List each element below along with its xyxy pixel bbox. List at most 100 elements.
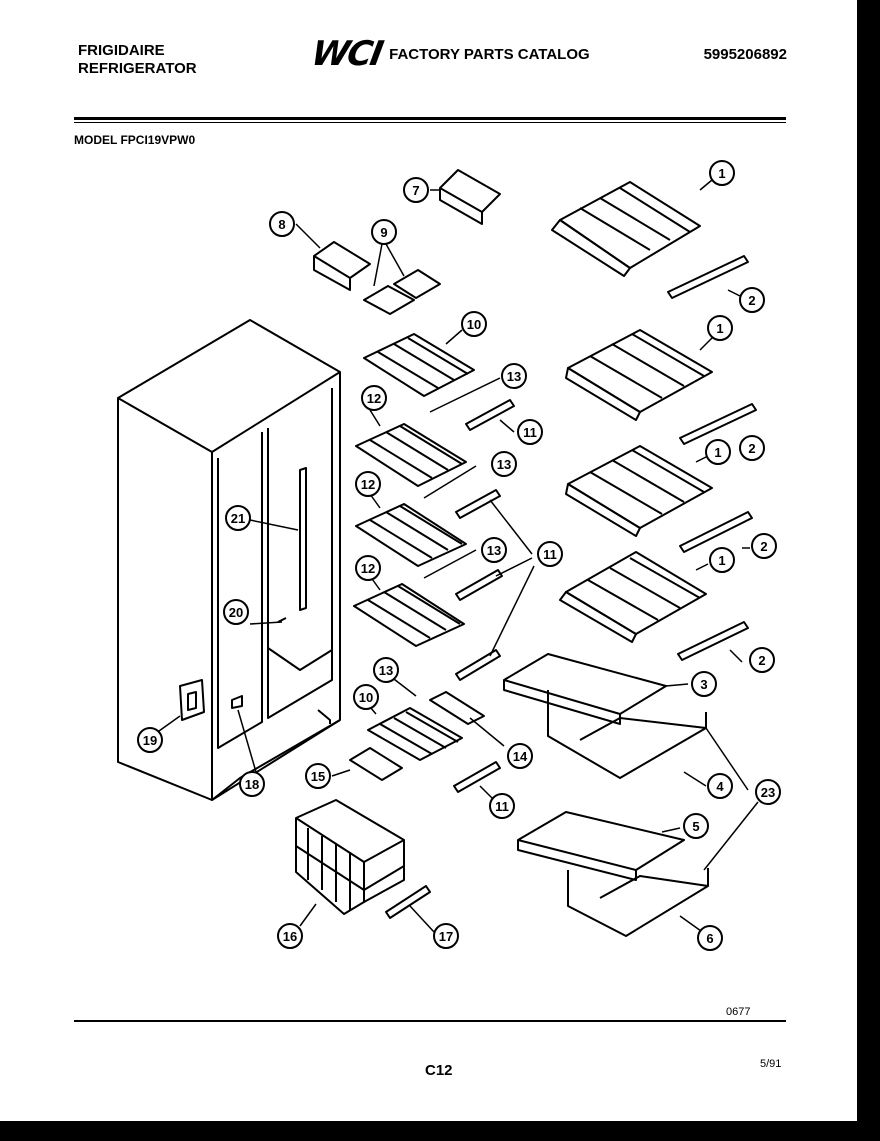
callout-number: 10 [467, 317, 481, 332]
header-rule-thick [74, 117, 786, 120]
callout-11: 11 [537, 541, 563, 567]
catalog-header: WCI FACTORY PARTS CATALOG [308, 34, 590, 74]
callout-number: 11 [495, 799, 509, 814]
callout-circle [225, 505, 251, 531]
callout-circle [707, 315, 733, 341]
callout-7: 7 [403, 177, 429, 203]
freezer-shelves [353, 333, 475, 761]
callout-11: 11 [517, 419, 543, 445]
callout-number: 19 [143, 733, 157, 748]
callout-number: 2 [748, 293, 755, 308]
callout-12: 12 [355, 471, 381, 497]
callout-circle [489, 793, 515, 819]
callout-number: 13 [487, 543, 501, 558]
shelf-trims [385, 255, 757, 919]
callout-13: 13 [481, 537, 507, 563]
callout-14: 14 [507, 743, 533, 769]
callout-number: 11 [523, 425, 537, 440]
callout-number: 16 [283, 929, 297, 944]
callout-circle [305, 763, 331, 789]
callout-1: 1 [709, 547, 735, 573]
callout-number: 13 [497, 457, 511, 472]
callout-circle [501, 363, 527, 389]
callout-layer: 1111222234567891010111111121212131313131… [137, 160, 781, 951]
callout-number: 10 [359, 690, 373, 705]
callout-1: 1 [707, 315, 733, 341]
callout-circle [755, 779, 781, 805]
callout-23: 23 [755, 779, 781, 805]
callout-number: 2 [758, 653, 765, 668]
callout-13: 13 [373, 657, 399, 683]
callout-number: 7 [412, 183, 419, 198]
callout-circle [697, 925, 723, 951]
crisper-drawers [503, 653, 709, 937]
callout-number: 11 [543, 547, 557, 562]
callout-circle [517, 419, 543, 445]
callout-circle [491, 451, 517, 477]
callout-circle [537, 541, 563, 567]
fresh-food-shelves [551, 181, 713, 643]
callout-number: 17 [439, 929, 453, 944]
callout-16: 16 [277, 923, 303, 949]
callout-circle [705, 439, 731, 465]
callout-19: 19 [137, 727, 163, 753]
callout-number: 1 [716, 321, 723, 336]
callout-2: 2 [751, 533, 777, 559]
callout-number: 1 [718, 166, 725, 181]
callout-circle [691, 671, 717, 697]
callout-circle [461, 311, 487, 337]
callout-number: 20 [229, 605, 243, 620]
exploded-parts-diagram: 1111222234567891010111111121212131313131… [117, 160, 781, 951]
callout-number: 12 [361, 561, 375, 576]
callout-circle [507, 743, 533, 769]
callout-circle [481, 537, 507, 563]
callout-13: 13 [491, 451, 517, 477]
callout-5: 5 [683, 813, 709, 839]
callout-21: 21 [225, 505, 251, 531]
callout-circle [739, 435, 765, 461]
callout-circle [137, 727, 163, 753]
callout-number: 21 [231, 511, 245, 526]
callout-8: 8 [269, 211, 295, 237]
callout-20: 20 [223, 599, 249, 625]
header-rule-thin [74, 122, 786, 123]
callout-number: 23 [761, 785, 775, 800]
callout-circle [403, 177, 429, 203]
door-bins-and-trays [313, 169, 501, 781]
callout-18: 18 [239, 771, 265, 797]
footer-rule [74, 1020, 786, 1022]
leader-lines [151, 179, 759, 937]
callout-12: 12 [361, 385, 387, 411]
callout-number: 18 [245, 777, 259, 792]
callout-number: 5 [692, 819, 699, 834]
callout-number: 12 [361, 477, 375, 492]
callout-number: 2 [748, 441, 755, 456]
page-right-edge [857, 0, 859, 1121]
freezer-basket [295, 799, 405, 915]
callout-number: 9 [380, 225, 387, 240]
callout-circle [223, 599, 249, 625]
page-code: C12 [425, 1062, 453, 1079]
callout-circle [751, 533, 777, 559]
callout-number: 1 [714, 445, 721, 460]
callout-2: 2 [739, 287, 765, 313]
callout-10: 10 [461, 311, 487, 337]
callout-9: 9 [371, 219, 397, 245]
callout-number: 8 [278, 217, 285, 232]
catalog-title: FACTORY PARTS CATALOG [389, 45, 590, 63]
callout-number: 15 [311, 769, 325, 784]
callout-circle [739, 287, 765, 313]
callout-2: 2 [749, 647, 775, 673]
brand-label: FRIGIDAIRE [78, 42, 165, 59]
product-label: REFRIGERATOR [78, 60, 197, 77]
callout-3: 3 [691, 671, 717, 697]
callout-2: 2 [739, 435, 765, 461]
callout-circle [373, 657, 399, 683]
callout-6: 6 [697, 925, 723, 951]
callout-circle [355, 555, 381, 581]
callout-circle [371, 219, 397, 245]
callout-number: 14 [513, 749, 528, 764]
callout-circle [361, 385, 387, 411]
callout-15: 15 [305, 763, 331, 789]
callout-number: 12 [367, 391, 381, 406]
